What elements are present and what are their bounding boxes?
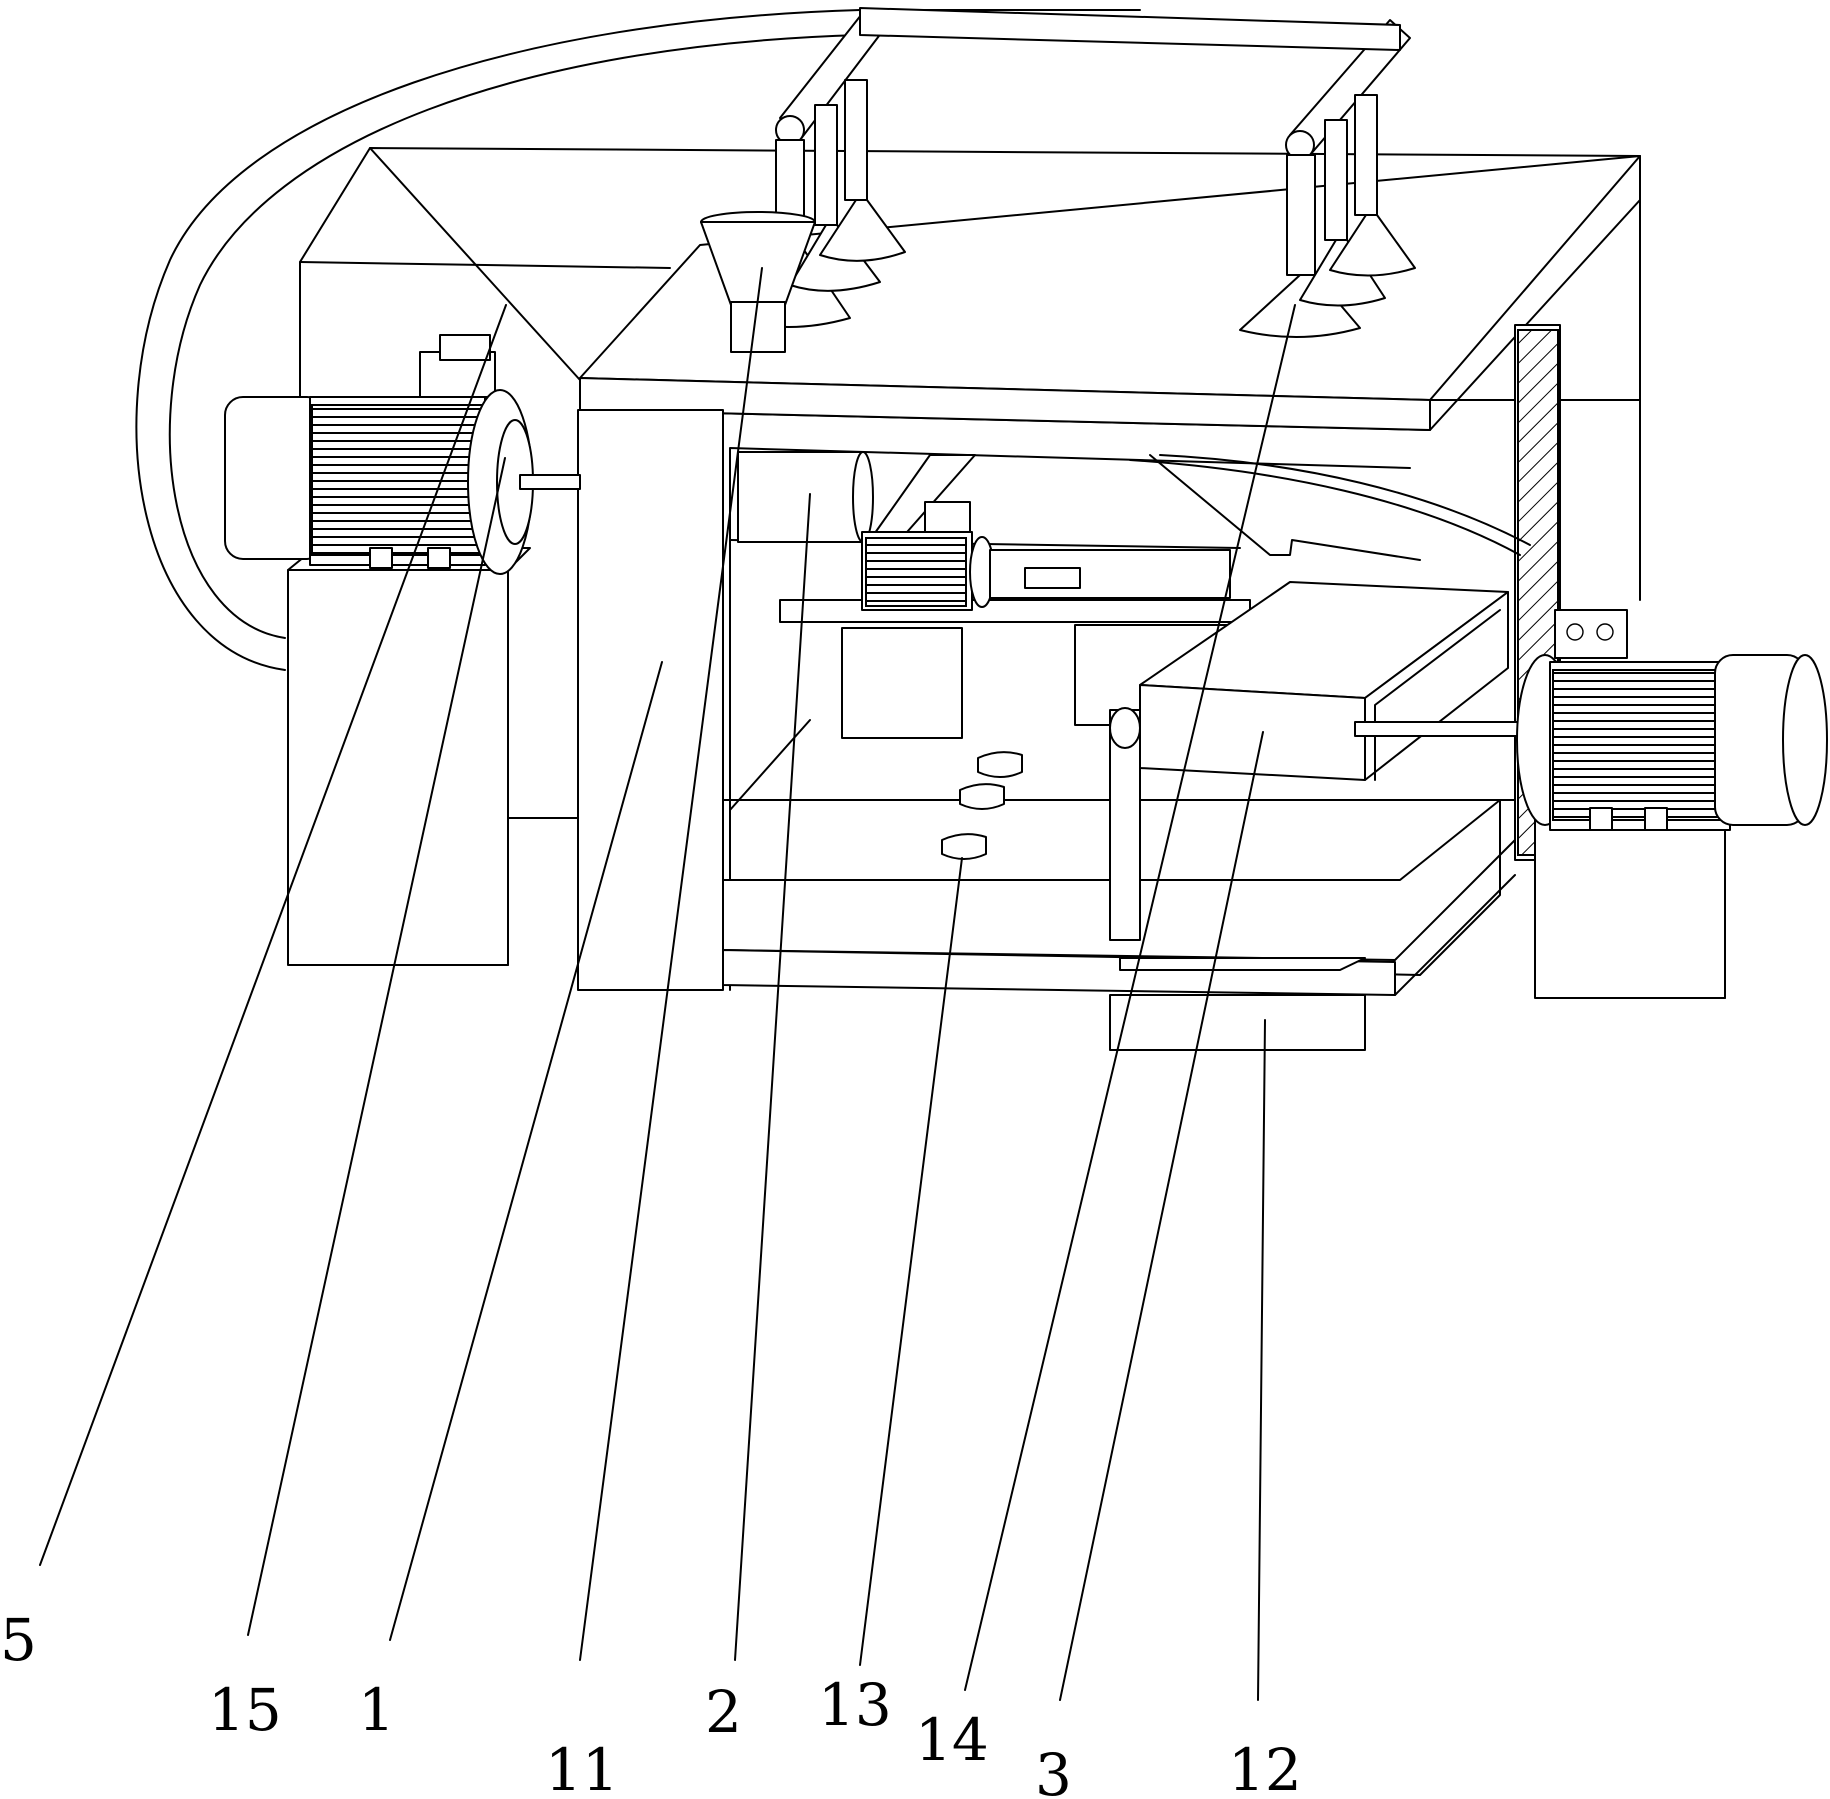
leader-1: [389, 661, 663, 1641]
grinding-roller: [737, 451, 976, 543]
leader-5: [39, 304, 507, 1566]
leader-15: [247, 457, 506, 1636]
workpieces: [941, 751, 1023, 860]
leader-3: [1059, 731, 1264, 1701]
callout-3: 3: [1035, 1741, 1072, 1799]
leader-14: [964, 304, 1296, 1691]
pressing-box: [1139, 581, 1526, 781]
leader-11: [579, 267, 763, 1661]
right-motor-support: [1534, 804, 1746, 999]
dust-hose: [135, 9, 1141, 671]
callout-5: 5: [0, 1606, 37, 1674]
left-motor-support: [287, 547, 531, 966]
right-motor: [1516, 609, 1828, 831]
leader-lines: [39, 267, 1296, 1701]
callout-15: 15: [208, 1676, 282, 1744]
feed-hopper: [700, 211, 816, 353]
callout-11: 11: [545, 1736, 619, 1799]
suction-pipe-assembly: [739, 7, 1416, 338]
guide-plate: [1129, 454, 1531, 561]
left-frame-post: [507, 409, 724, 991]
base-block: [1109, 994, 1366, 1051]
callout-13: 13: [818, 1671, 892, 1739]
callout-2: 2: [705, 1678, 742, 1746]
vertical-guide-plate: [1109, 707, 1366, 971]
callout-labels: 5 15 1 11 2 13 14 3 12: [0, 1606, 1302, 1799]
callout-14: 14: [915, 1706, 989, 1774]
left-motor: [224, 334, 581, 575]
callout-12: 12: [1228, 1736, 1302, 1799]
leader-13: [859, 857, 963, 1666]
leader-2: [734, 493, 811, 1661]
leader-12: [1257, 1019, 1266, 1701]
callout-1: 1: [358, 1676, 395, 1744]
